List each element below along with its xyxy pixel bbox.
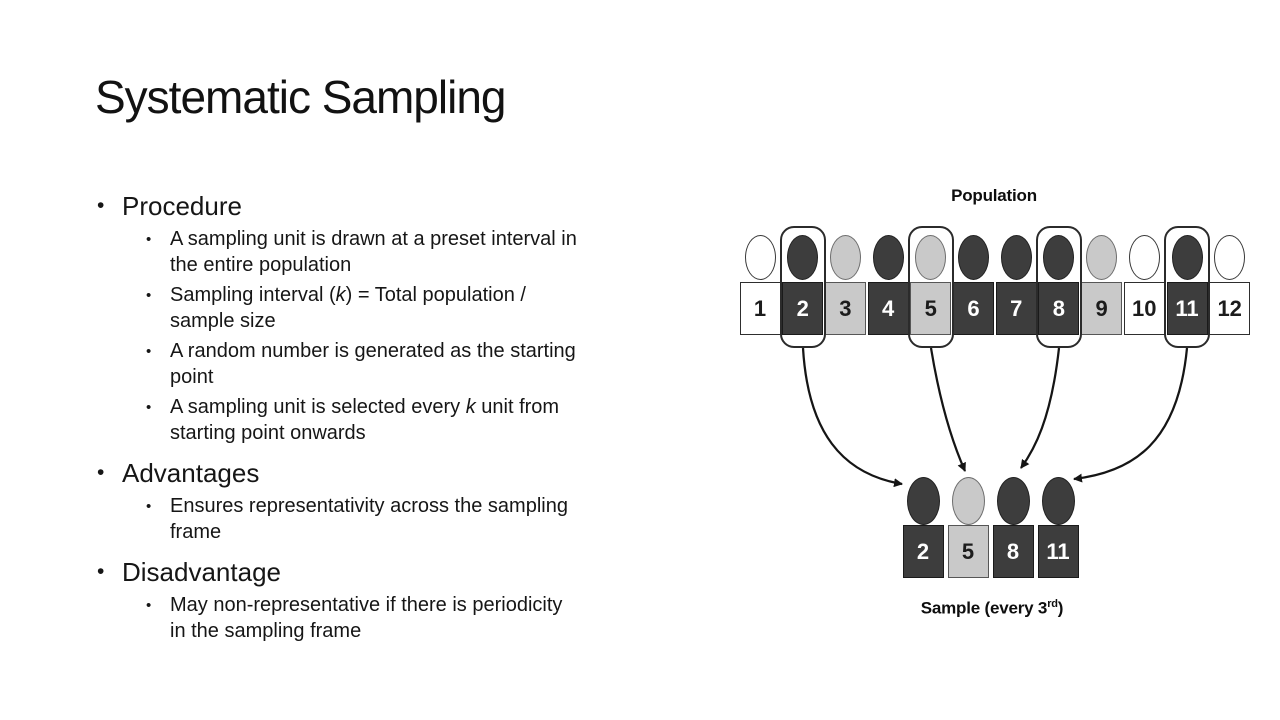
population-person-head-icon (915, 235, 947, 280)
bullet-item-label: A sampling unit is selected every k unit… (170, 396, 560, 444)
population-person-box: 12 (1209, 282, 1251, 335)
arrow-11-icon (1073, 347, 1189, 483)
sample-person-box: 5 (947, 525, 989, 578)
population-person-box: 3 (824, 282, 866, 335)
bullet-list: • Procedure • A sampling unit is drawn at a… (97, 190, 745, 644)
sample-person-box: 2 (902, 525, 944, 578)
bullet-dot-icon: • (97, 560, 105, 583)
bullet-item-label: Ensures representativity across the samp… (170, 495, 568, 543)
population-label: Population (951, 186, 1037, 205)
bullet-item: • A random number is generated as the sta… (146, 338, 745, 390)
sample-person-head-icon (951, 477, 985, 525)
sample-label-ordinal: rd (1047, 598, 1058, 610)
population-person-head-icon (1086, 235, 1118, 280)
slide-title: Systematic Sampling (95, 71, 506, 123)
bullet-item-label: A random number is generated as the star… (170, 340, 576, 388)
bullet-dot-icon: • (146, 231, 152, 248)
population-person-box: 11 (1166, 282, 1208, 335)
population-person-head-icon (1000, 235, 1032, 280)
bullet-dot-icon: • (146, 399, 152, 416)
bullet-dot-icon: • (146, 343, 152, 360)
sample-person-head-icon (906, 477, 940, 525)
population-person-head-icon (1214, 235, 1246, 280)
arrow-8-icon (1020, 347, 1061, 469)
bullet-heading: • Advantages (97, 457, 745, 489)
population-person-box: 9 (1081, 282, 1123, 335)
bullet-dot-icon: • (146, 498, 152, 515)
population-person-box: 5 (910, 282, 952, 335)
population-person-box: 4 (867, 282, 909, 335)
bullet-heading: • Disadvantage (97, 556, 745, 588)
population-person-head-icon (744, 235, 776, 280)
bullet-dot-icon: • (146, 597, 152, 614)
population-person-head-icon (1128, 235, 1160, 280)
population-person-head-icon (958, 235, 989, 280)
bullet-heading: • Procedure (97, 190, 745, 222)
bullet-item: • May non-representative if there is peri… (146, 592, 745, 644)
sample-person-box: 11 (1037, 525, 1079, 578)
bullet-heading-label: Disadvantage (122, 557, 281, 587)
population-person-head-icon (872, 235, 904, 280)
bullet-heading-label: Advantages (122, 458, 260, 488)
bullet-item: • Sampling interval (k) = Total populatio… (146, 282, 745, 334)
population-person-box: 10 (1123, 282, 1165, 335)
sample-label-close: ) (1057, 598, 1064, 618)
bullet-item-label: May non-representative if there is perio… (170, 594, 563, 642)
bullet-dot-icon: • (97, 461, 105, 484)
bullet-dot-icon: • (146, 287, 152, 304)
bullet-item: • A sampling unit is drawn at a preset in… (146, 226, 745, 278)
population-person-box: 8 (1038, 282, 1080, 335)
sample-label-text: Sample (every 3 (920, 598, 1048, 618)
population-person-head-icon (1171, 235, 1203, 280)
population-person-head-icon (1043, 235, 1075, 280)
sample-person-head-icon (996, 477, 1030, 525)
bullet-heading-label: Procedure (122, 191, 242, 221)
population-person-box: 1 (739, 282, 781, 335)
bullet-item: • Ensures representativity across the sam… (146, 493, 745, 545)
arrow-2-icon (801, 347, 903, 488)
sample-person-box: 8 (992, 525, 1034, 578)
bullet-dot-icon: • (97, 194, 105, 217)
arrow-5-icon (929, 347, 967, 472)
population-person-box: 2 (782, 282, 824, 335)
population-person-head-icon (829, 235, 861, 280)
sample-label: Sample (every 3rd) (792, 598, 1192, 619)
sample-person-head-icon (1041, 477, 1075, 525)
bullet-item-label: A sampling unit is drawn at a preset int… (170, 228, 577, 276)
bullet-item: • A sampling unit is selected every k uni… (146, 394, 745, 446)
population-person-box: 6 (953, 282, 994, 335)
bullet-item-label: Sampling interval (k) = Total population… (170, 284, 526, 332)
population-person-box: 7 (995, 282, 1037, 335)
population-person-head-icon (787, 235, 819, 280)
